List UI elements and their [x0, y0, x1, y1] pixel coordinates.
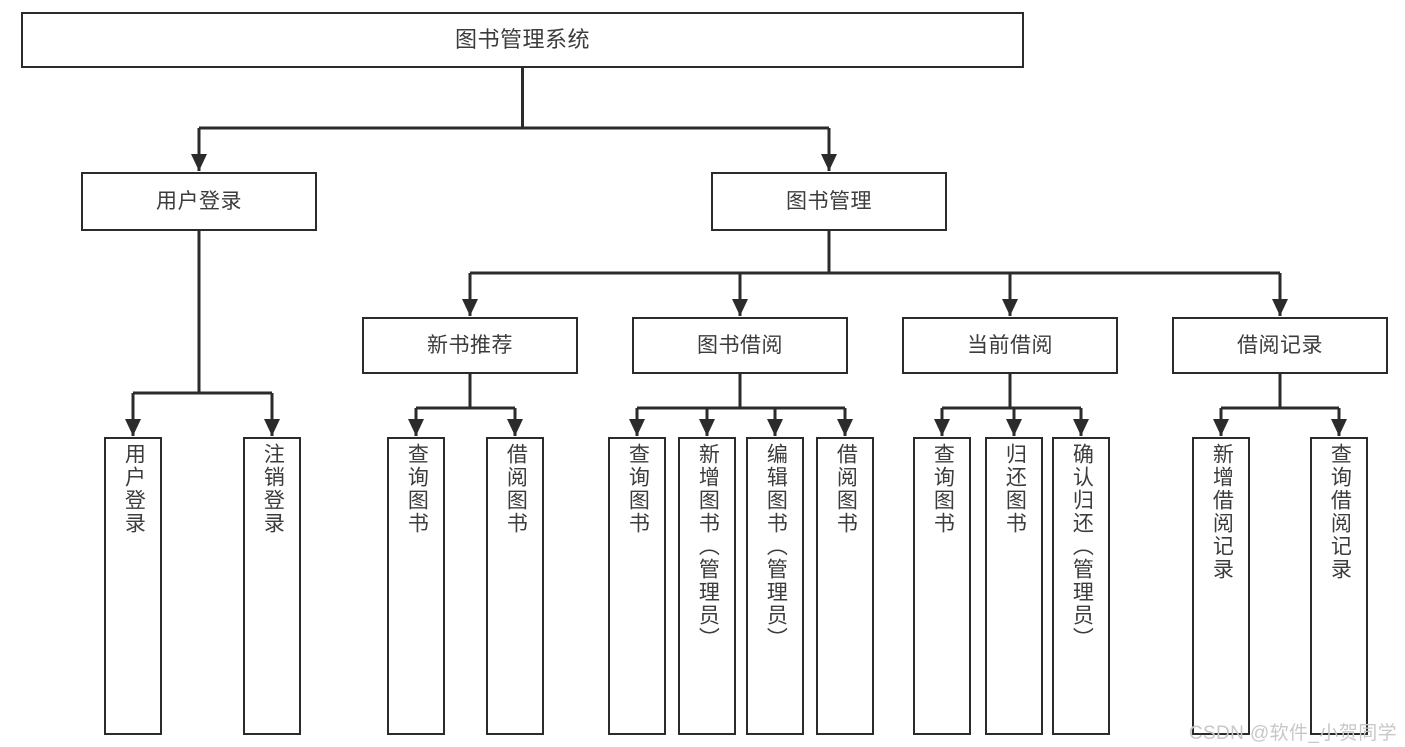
node-login[interactable]: 用户登录: [81, 172, 317, 231]
node-leaf-cur-return[interactable]: 归还图书: [985, 437, 1043, 735]
node-current[interactable]: 当前借阅: [902, 317, 1118, 374]
node-label: 借阅记录: [1237, 333, 1323, 357]
node-leaf-user-logout[interactable]: 注销登录: [243, 437, 301, 735]
node-label: 查询借阅记录: [1328, 443, 1352, 581]
node-leaf-nb-borrow[interactable]: 借阅图书: [486, 437, 544, 735]
node-leaf-bw-edit[interactable]: 编辑图书（管理员）: [746, 437, 804, 735]
node-leaf-bw-query[interactable]: 查询图书: [608, 437, 666, 735]
node-leaf-nb-query[interactable]: 查询图书: [387, 437, 445, 735]
node-label: 注销登录: [261, 443, 285, 535]
node-label: 图书管理系统: [454, 26, 590, 52]
node-label: 新增借阅记录: [1210, 443, 1234, 581]
node-newbook[interactable]: 新书推荐: [362, 317, 578, 374]
node-label: 新书推荐: [427, 333, 513, 357]
node-label: 归还图书: [1003, 443, 1027, 535]
node-leaf-user-login[interactable]: 用户登录: [104, 437, 162, 735]
node-borrow[interactable]: 图书借阅: [632, 317, 848, 374]
node-label: 编辑图书（管理员）: [764, 443, 788, 650]
node-label: 借阅图书: [834, 443, 858, 535]
node-label: 当前借阅: [967, 333, 1053, 357]
node-label: 新增图书（管理员）: [696, 443, 720, 650]
node-label: 用户登录: [122, 443, 146, 535]
node-records[interactable]: 借阅记录: [1172, 317, 1388, 374]
node-label: 用户登录: [156, 189, 242, 213]
node-label: 查询图书: [405, 443, 429, 535]
node-leaf-rec-query[interactable]: 查询借阅记录: [1310, 437, 1368, 735]
node-label: 查询图书: [931, 443, 955, 535]
node-bookmgmt[interactable]: 图书管理: [711, 172, 947, 231]
node-label: 图书管理: [786, 189, 872, 213]
node-leaf-rec-add[interactable]: 新增借阅记录: [1192, 437, 1250, 735]
node-leaf-bw-borrow[interactable]: 借阅图书: [816, 437, 874, 735]
watermark-text: CSDN @软件_小贺同学: [1188, 723, 1397, 744]
node-leaf-cur-query[interactable]: 查询图书: [913, 437, 971, 735]
node-leaf-cur-confirm[interactable]: 确认归还（管理员）: [1052, 437, 1110, 735]
node-root[interactable]: 图书管理系统: [21, 12, 1024, 68]
node-label: 确认归还（管理员）: [1070, 443, 1094, 650]
node-label: 借阅图书: [504, 443, 528, 535]
node-label: 图书借阅: [697, 333, 783, 357]
node-label: 查询图书: [626, 443, 650, 535]
node-leaf-bw-add[interactable]: 新增图书（管理员）: [678, 437, 736, 735]
